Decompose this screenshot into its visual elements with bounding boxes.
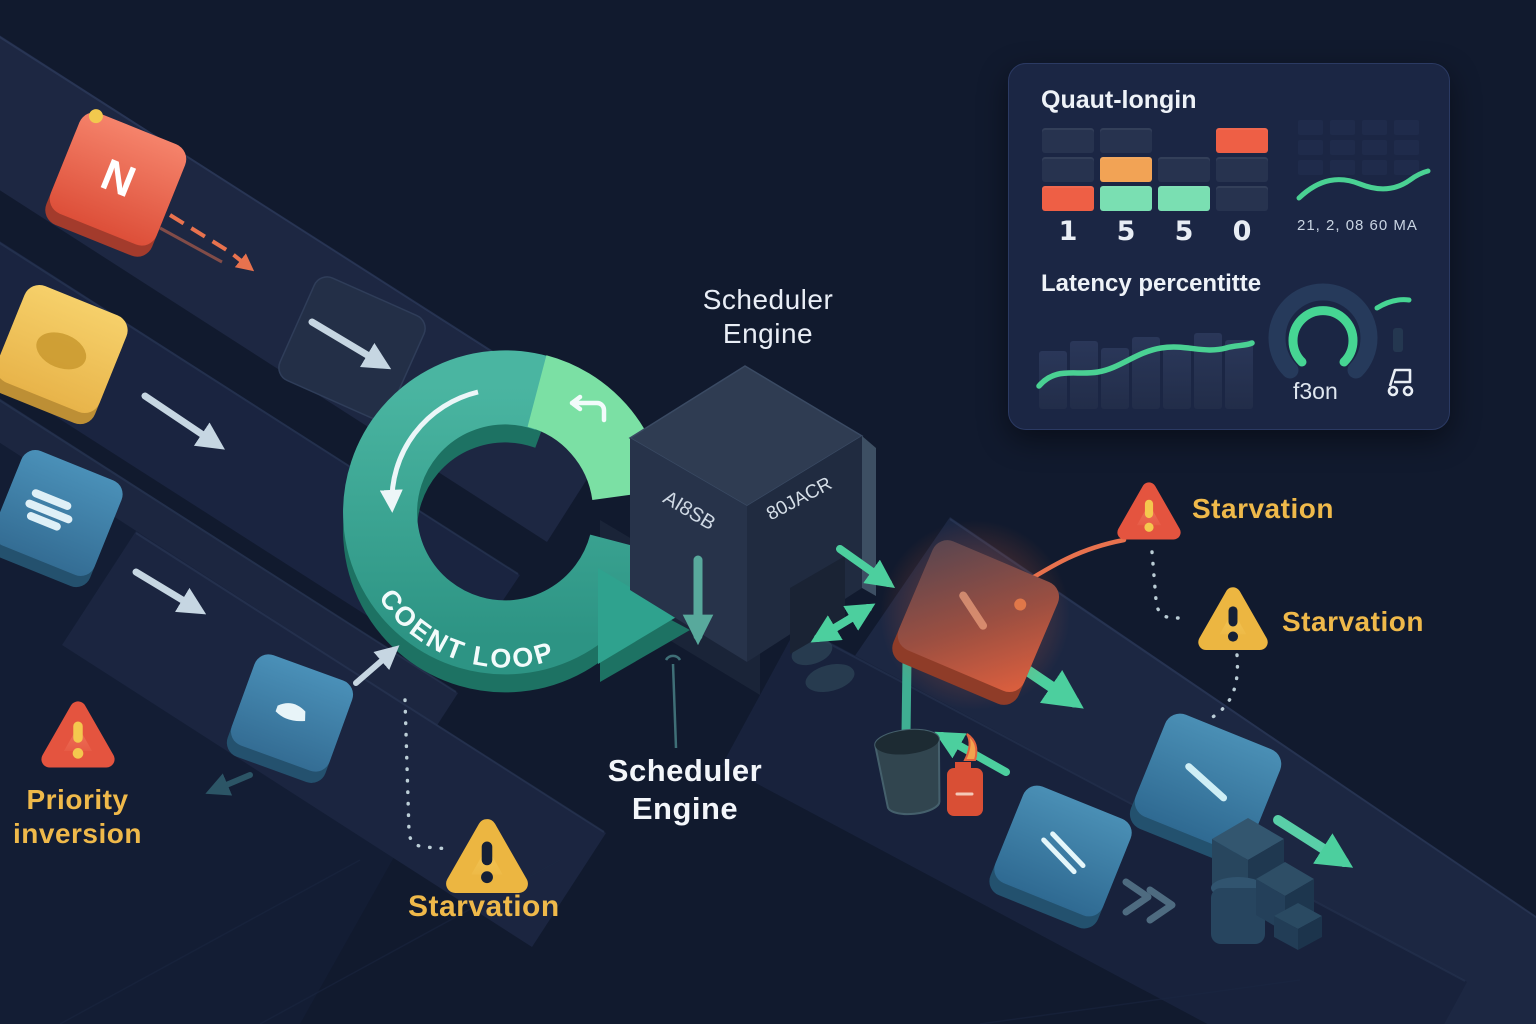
bucket: [874, 728, 941, 816]
task-tile-red: N: [45, 109, 187, 257]
task-tile-ember: [892, 540, 1060, 705]
arrow-belt2: [141, 392, 225, 450]
queue-grid-cell: [1216, 157, 1268, 182]
metrics-dashboard: Quaut-longin 1 5 5 0 21, 2, 08 60 MA Lat…: [1008, 63, 1450, 430]
scheduler-cube: AI8SB 80JACR: [628, 365, 876, 749]
ring-arrowhead: [598, 568, 678, 664]
tile-blob-icon: [36, 332, 87, 370]
dashed-connectors: [403, 550, 1240, 851]
cube-left-face: [630, 438, 747, 662]
pointer-line: [671, 663, 678, 749]
queue-values: 1 5 5 0: [1042, 216, 1268, 247]
queue-panel-title: Quaut-longin: [1041, 86, 1197, 114]
flame-icon: [963, 733, 978, 761]
warning-triangle-starvation-belt: [446, 819, 528, 894]
latency-panel-title: Latency percentitte: [1041, 270, 1262, 297]
fuel-can-icon: [947, 733, 983, 816]
cart-icon: [1387, 368, 1414, 397]
queue-grid-cell: [1042, 157, 1094, 182]
starvation-label-1: Starvation: [1192, 493, 1334, 524]
queue-grid-cell: [1158, 186, 1210, 211]
queue-grid-cell: [1216, 186, 1268, 211]
queue-grid-cell: [1100, 186, 1152, 211]
tile-streak: [1185, 763, 1228, 802]
chevron-double-arrow: [1122, 878, 1176, 924]
queue-value: 5: [1174, 216, 1194, 247]
task-tile-blue-small: [226, 654, 354, 783]
brush-icon: [25, 489, 73, 531]
return-arrow-icon: [569, 394, 607, 423]
cube-edge-highlight: [862, 436, 876, 596]
queue-value: 5: [1116, 216, 1136, 247]
block-cluster: [1211, 818, 1322, 950]
event-loop-ring: COENT LOOP: [343, 350, 690, 693]
starvation-label-2: Starvation: [1282, 606, 1424, 637]
queue-grid-cell: [1216, 128, 1268, 153]
pointer-hook: [664, 654, 682, 661]
queue-grid-cell: [1100, 157, 1152, 182]
queue-grid-cell: [1100, 128, 1152, 153]
sparkline-chart: [1296, 168, 1431, 201]
arrow-teal-bottom: [1273, 815, 1354, 868]
task-tile-yellow: [0, 285, 128, 425]
queue-value: 1: [1058, 216, 1078, 247]
tile-glyph: [275, 703, 306, 722]
starvation-label-belt: Starvation: [408, 890, 560, 923]
arrow-up-right: [353, 645, 400, 686]
task-tile-blue-brush: [0, 450, 123, 588]
sparkline-annotation: 21, 2, 08 60 MA: [1297, 217, 1418, 234]
gauge-chart: [1268, 283, 1412, 379]
label-line: Priority: [26, 784, 129, 815]
loop-rotation-arrow: [379, 389, 479, 513]
mini-heatmap: [1298, 120, 1419, 175]
belt-arrows: [132, 318, 400, 686]
gauge-label: f3on: [1293, 378, 1338, 404]
orange-dashed-arrow: [168, 213, 255, 272]
latency-line-chart: [1036, 340, 1255, 389]
label-line: Engine: [722, 318, 814, 350]
warning-triangle-priority: [41, 701, 115, 768]
warning-triangle-starvation-1: [1117, 482, 1181, 540]
label-line: Scheduler: [702, 284, 834, 315]
priority-inversion-label: Priority inversion: [0, 783, 155, 851]
tile-corner-dot: [88, 109, 103, 124]
queue-value: 0: [1232, 216, 1252, 247]
arrow-belt3: [132, 568, 207, 615]
queue-grid-cell: [1158, 157, 1210, 182]
tile-lines-glyph: [1041, 831, 1086, 875]
arrow-teal-2b: [810, 604, 872, 643]
label-line: Engine: [631, 790, 739, 826]
connector-starvation-2-tile: [1202, 653, 1240, 724]
arrow-teal-1: [836, 545, 896, 588]
queue-grid-cell: [1042, 128, 1094, 153]
queue-grid: [1042, 128, 1268, 211]
arrow-dark-edge: [205, 772, 253, 796]
connector-starvation-1-2: [1150, 550, 1190, 620]
label-line: inversion: [13, 818, 142, 850]
queue-grid-cell: [1042, 186, 1094, 211]
arrow-belt1: [308, 318, 392, 370]
label-line: Scheduler: [607, 753, 763, 788]
scheduler-engine-label-bottom: Scheduler Engine: [585, 752, 785, 828]
task-tile-blue-lines: [989, 785, 1132, 929]
warning-triangle-starvation-2: [1198, 587, 1268, 651]
scheduler-engine-label-top: Scheduler Engine: [668, 283, 868, 351]
ring-segment-green: [526, 355, 666, 502]
